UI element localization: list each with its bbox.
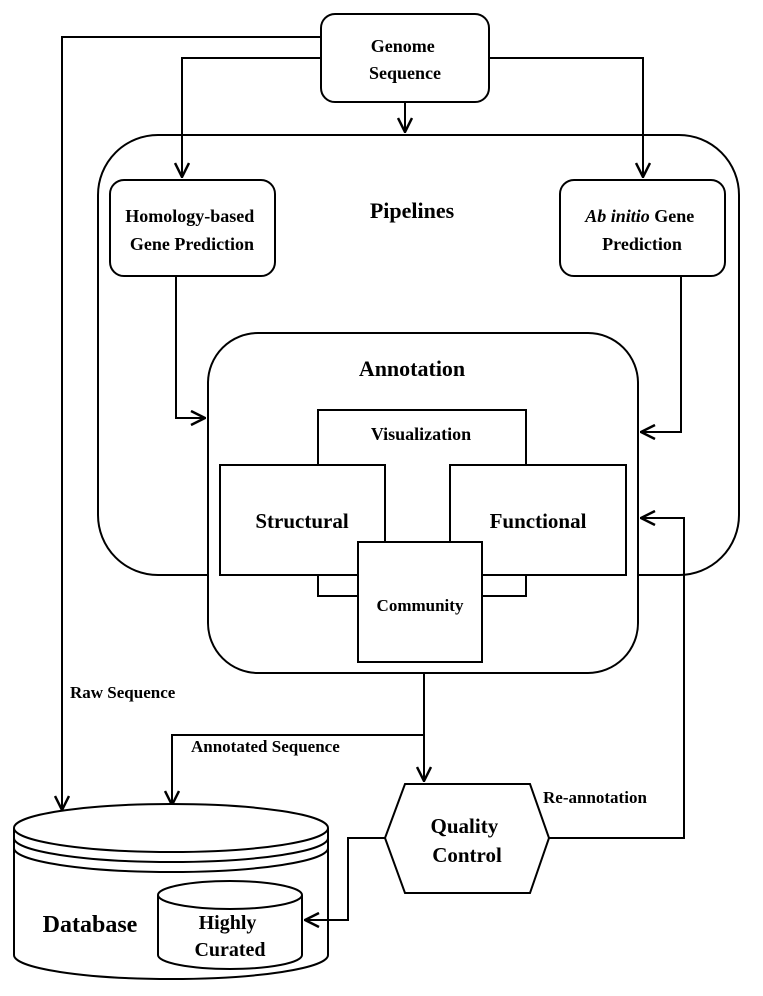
- annotated-sequence-label: Annotated Sequence: [191, 737, 340, 756]
- genome-sequence-box: [320, 13, 490, 103]
- raw-sequence-label: Raw Sequence: [70, 683, 176, 702]
- database-label: Database: [43, 912, 138, 938]
- quality-to-curated-arrow: [305, 837, 385, 920]
- homology-prediction-box: [109, 179, 276, 277]
- database-cylinder-band-2: [13, 847, 329, 873]
- abinitio-prediction-box: [559, 179, 726, 277]
- homology-to-annotation-arrow: [175, 276, 205, 418]
- abinitio-to-annotation-arrow: [641, 276, 682, 432]
- genome-to-homology-arrow: [182, 57, 321, 177]
- functional-label: Functional: [490, 509, 587, 533]
- community-box: [357, 541, 483, 663]
- raw-sequence-arrow: [62, 36, 321, 810]
- abinitio-prediction-label: Ab initio Gene Prediction: [584, 206, 699, 254]
- pipelines-title: Pipelines: [370, 198, 455, 223]
- highly-curated-cylinder-top: [157, 880, 303, 910]
- database-cylinder-top: [13, 803, 329, 853]
- genome-sequence-label: Genome Sequence: [369, 36, 441, 83]
- database-cylinder-band-1: [13, 837, 329, 863]
- annotation-title: Annotation: [359, 356, 465, 381]
- annotated-sequence-arrow: [172, 734, 424, 805]
- quality-control-box: [383, 783, 551, 894]
- community-label: Community: [377, 596, 464, 615]
- genome-to-abinitio-arrow: [489, 57, 643, 177]
- homology-prediction-label: Homology-based Gene Prediction: [125, 206, 259, 254]
- quality-control-label: Quality Control: [431, 814, 504, 867]
- structural-label: Structural: [255, 509, 348, 533]
- highly-curated-label: Highly Curated: [194, 912, 265, 961]
- re-annotation-arrow: [549, 518, 685, 839]
- highly-curated-cylinder: [157, 895, 303, 970]
- re-annotation-label: Re-annotation: [543, 788, 647, 807]
- visualization-label: Visualization: [371, 424, 471, 444]
